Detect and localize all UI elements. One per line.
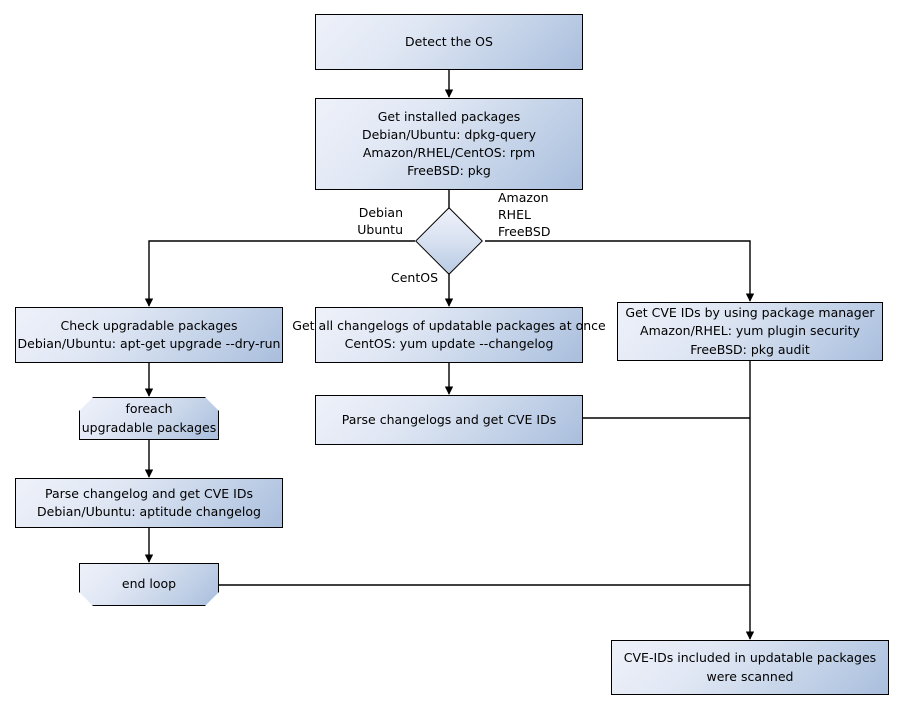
node-get-installed-line2: Debian/Ubuntu: dpkg-query (361, 126, 537, 142)
edge-label-amazon-rhel-freebsd: Amazon RHEL FreeBSD (498, 190, 588, 241)
edge-decision-to-cve-pkgmgr (485, 240, 755, 302)
node-get-cve-pkgmgr-line1: Get CVE IDs by using package manager (625, 305, 875, 321)
node-parse-changelog-single[interactable]: Parse changelog and get CVE IDs Debian/U… (15, 478, 283, 528)
node-cve-ids-scanned[interactable]: CVE-IDs included in updatable packages w… (611, 640, 889, 695)
node-get-installed-packages[interactable]: Get installed packages Debian/Ubuntu: dp… (315, 98, 583, 190)
edge-label-amazon: Amazon (498, 190, 549, 205)
node-parse-changelogs-multi-label: Parse changelogs and get CVE IDs (341, 411, 557, 427)
node-check-upgradable-packages[interactable]: Check upgradable packages Debian/Ubuntu:… (15, 307, 283, 363)
edge-label-ubuntu: Ubuntu (357, 221, 403, 237)
node-get-cve-ids-package-manager[interactable]: Get CVE IDs by using package manager Ama… (617, 302, 883, 361)
node-get-all-changelogs-line2: CentOS: yum update --changelog (344, 336, 554, 351)
node-get-cve-pkgmgr-line3: FreeBSD: pkg audit (690, 341, 810, 357)
node-foreach-loop-start[interactable]: foreach upgradable packages (79, 397, 219, 440)
edge-label-rhel: RHEL (498, 206, 531, 222)
edge-label-centos-text: CentOS (390, 270, 438, 285)
edge-label-freebsd: FreeBSD (498, 223, 551, 239)
node-check-upgradable-line2: Debian/Ubuntu: apt-get upgrade --dry-run (17, 336, 281, 351)
node-end-loop[interactable]: end loop (79, 563, 219, 606)
node-scanned-line1: CVE-IDs included in updatable packages (623, 650, 877, 666)
node-get-installed-line4: FreeBSD: pkg (407, 163, 491, 179)
node-detect-os-label: Detect the OS (405, 33, 493, 49)
node-foreach-line2: upgradable packages (81, 419, 217, 435)
node-get-all-changelogs-line1: Get all changelogs of updatable packages… (292, 317, 606, 333)
node-parse-changelogs-multi[interactable]: Parse changelogs and get CVE IDs (315, 395, 583, 445)
node-get-installed-line3: Amazon/RHEL/CentOS: rpm (362, 145, 536, 160)
edge-label-debian-ubuntu: Debian Ubuntu (328, 205, 403, 239)
node-get-cve-pkgmgr-line2: Amazon/RHEL: yum plugin security (640, 323, 860, 339)
node-get-installed-line1: Get installed packages (377, 108, 521, 124)
node-os-decision[interactable] (415, 207, 483, 275)
node-get-all-changelogs[interactable]: Get all changelogs of updatable packages… (292, 307, 606, 363)
node-check-upgradable-line1: Check upgradable packages (60, 317, 238, 333)
node-parse-changelog-line2: Debian/Ubuntu: aptitude changelog (37, 504, 261, 519)
edge-label-debian: Debian (358, 205, 403, 220)
node-foreach-line1: foreach (125, 401, 173, 417)
node-parse-changelog-line1: Parse changelog and get CVE IDs (45, 485, 253, 501)
node-detect-os[interactable]: Detect the OS (315, 14, 583, 70)
edge-label-centos: CentOS (366, 270, 438, 287)
node-end-loop-label: end loop (121, 576, 177, 592)
node-scanned-line2: were scanned (706, 668, 794, 684)
